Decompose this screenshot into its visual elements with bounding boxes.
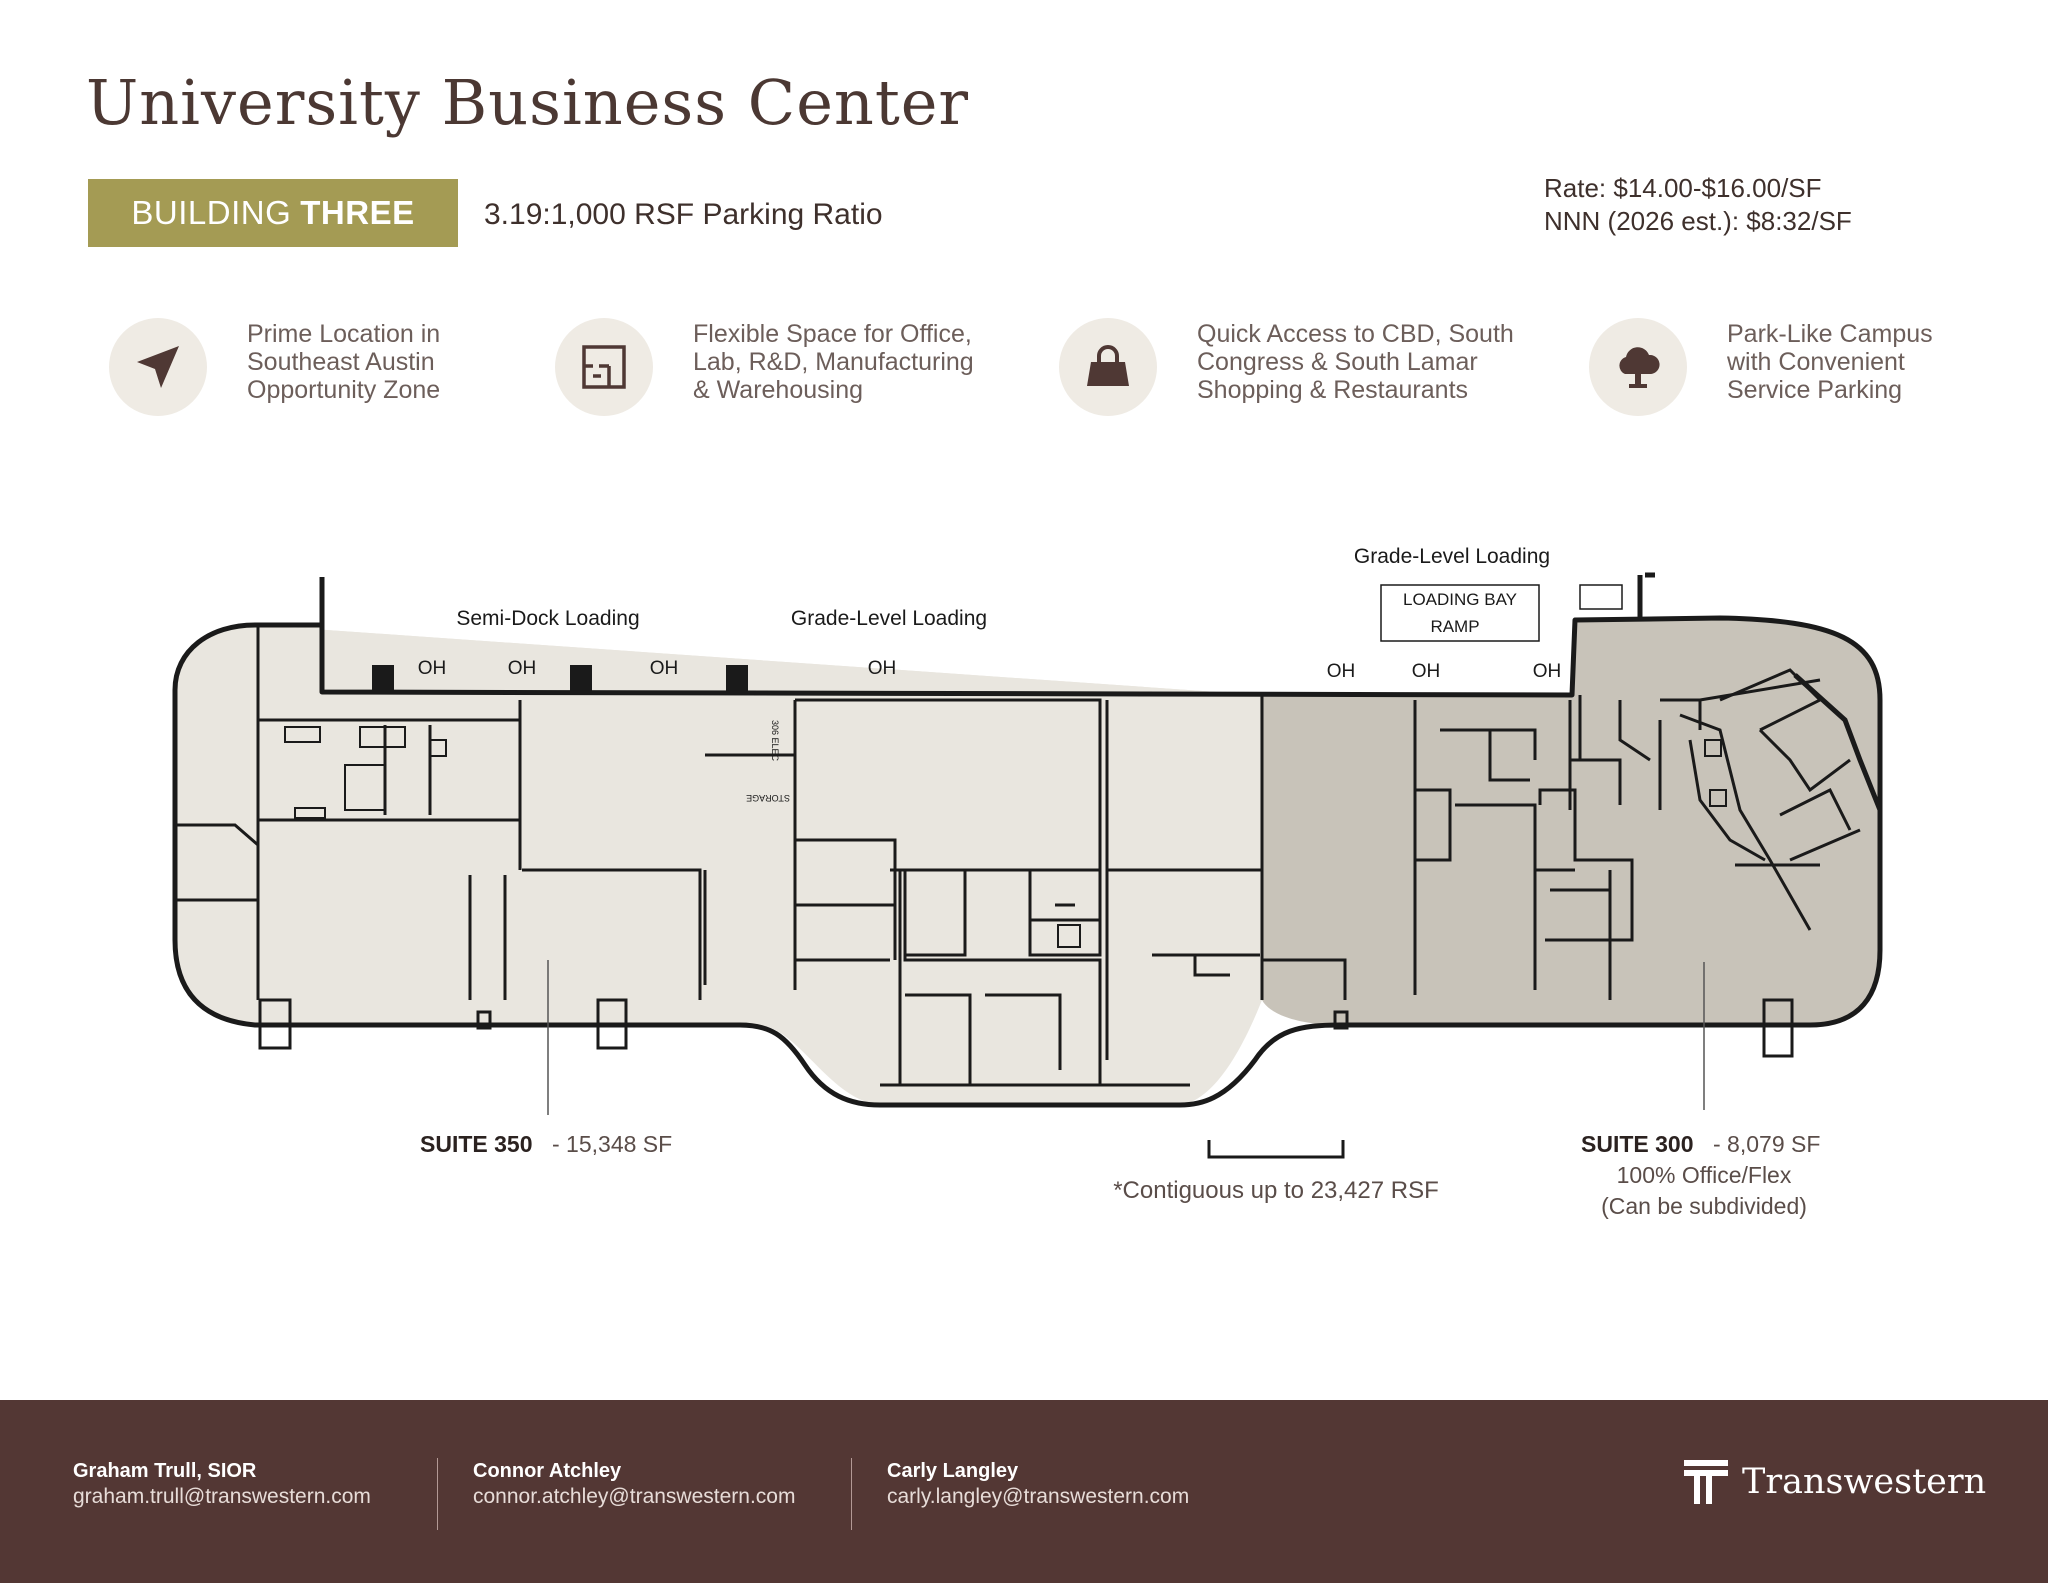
feature-line: with Convenient (1727, 348, 1905, 376)
overhead-door-label: OH (650, 658, 679, 679)
footer-divider (437, 1458, 438, 1530)
feature-line: Park-Like Campus (1727, 320, 1933, 348)
grade-level-loading-label: Grade-Level Loading (791, 607, 987, 630)
shopping-bag-icon (1059, 318, 1157, 416)
loading-bay-ramp (1380, 584, 1540, 642)
transwestern-logo-icon (1684, 1460, 1728, 1504)
contact-name: Connor Atchley (473, 1460, 622, 1482)
feature-line: Shopping & Restaurants (1197, 376, 1469, 404)
storage-room-label: STORAGE (746, 793, 790, 803)
contact-name: Graham Trull, SIOR (73, 1460, 257, 1482)
tree-icon (1589, 318, 1687, 416)
outer-wall (172, 577, 1883, 1108)
contact-connor-atchley: Connor Atchley connor.atchley@transweste… (473, 1460, 795, 1509)
contact-carly-langley: Carly Langley carly.langley@transwestern… (887, 1460, 1189, 1509)
contact-graham-trull: Graham Trull, SIOR graham.trull@transwes… (73, 1460, 371, 1509)
feature-line: Service Parking (1727, 376, 1903, 404)
parking-ratio: 3.19:1,000 RSF Parking Ratio (484, 198, 883, 231)
nnn-text: NNN (2026 est.): $8:32/SF (1544, 206, 1852, 236)
overhead-door-label: OH (868, 658, 897, 679)
rate-text: Rate: $14.00-$16.00/SF (1544, 173, 1822, 203)
feature-line: Congress & South Lamar (1197, 348, 1478, 376)
contact-email-link[interactable]: connor.atchley@transwestern.com (473, 1485, 796, 1508)
footer: Graham Trull, SIOR graham.trull@transwes… (0, 1400, 2048, 1583)
suite-300-use: 100% Office/Flex (1617, 1162, 1792, 1188)
feature-line: Flexible Space for Office, (693, 320, 972, 348)
floor-plan-icon (555, 318, 653, 416)
contiguous-note: *Contiguous up to 23,427 RSF (1113, 1177, 1439, 1204)
feature-line: Prime Location in (247, 320, 441, 348)
loading-bay-label: LOADING BAY (1403, 590, 1517, 609)
ramp-label: RAMP (1430, 617, 1479, 636)
location-arrow-icon (109, 318, 207, 416)
overhead-door-label: OH (1412, 661, 1441, 682)
grade-level-loading-label: Grade-Level Loading (1354, 545, 1550, 568)
suite-300-note: (Can be subdivided) (1601, 1193, 1807, 1219)
overhead-door-label: OH (508, 658, 537, 679)
feature-line: Lab, R&D, Manufacturing (693, 348, 974, 376)
feature-line: Opportunity Zone (247, 376, 441, 404)
contact-name: Carly Langley (887, 1460, 1019, 1482)
contact-email-link[interactable]: carly.langley@transwestern.com (887, 1485, 1190, 1508)
elec-room-label: 306 ELEC (770, 720, 780, 762)
brand-name: Transwestern (1742, 1462, 1987, 1502)
contact-email-link[interactable]: graham.trull@transwestern.com (73, 1485, 371, 1508)
rates-block: Rate: $14.00-$16.00/SF NNN (2026 est.): … (1544, 172, 1852, 238)
semi-dock-loading-label: Semi-Dock Loading (456, 607, 639, 630)
badge-label: BUILDING (131, 194, 292, 231)
suite-350-size: - 15,348 SF (552, 1131, 672, 1157)
footer-divider (851, 1458, 852, 1530)
feature-line: Southeast Austin (247, 348, 435, 376)
overhead-door-label: OH (1327, 661, 1356, 682)
suite-300-name: SUITE 300 (1581, 1131, 1694, 1157)
feature-line: & Warehousing (693, 376, 863, 404)
contiguous-bracket (1207, 1140, 1345, 1159)
transwestern-logo: Transwestern (1684, 1460, 1987, 1510)
overhead-door-label: OH (1533, 661, 1562, 682)
suite-350-name: SUITE 350 (420, 1131, 533, 1157)
page-title: University Business Center (86, 66, 970, 139)
floor-plan: Semi-Dock Loading Grade-Level Loading Gr… (172, 545, 1883, 1219)
overhead-door-label: OH (418, 658, 447, 679)
feature-line: Quick Access to CBD, South (1197, 320, 1514, 348)
suite-300-size: - 8,079 SF (1713, 1131, 1820, 1157)
badge-building-number: THREE (300, 194, 415, 231)
